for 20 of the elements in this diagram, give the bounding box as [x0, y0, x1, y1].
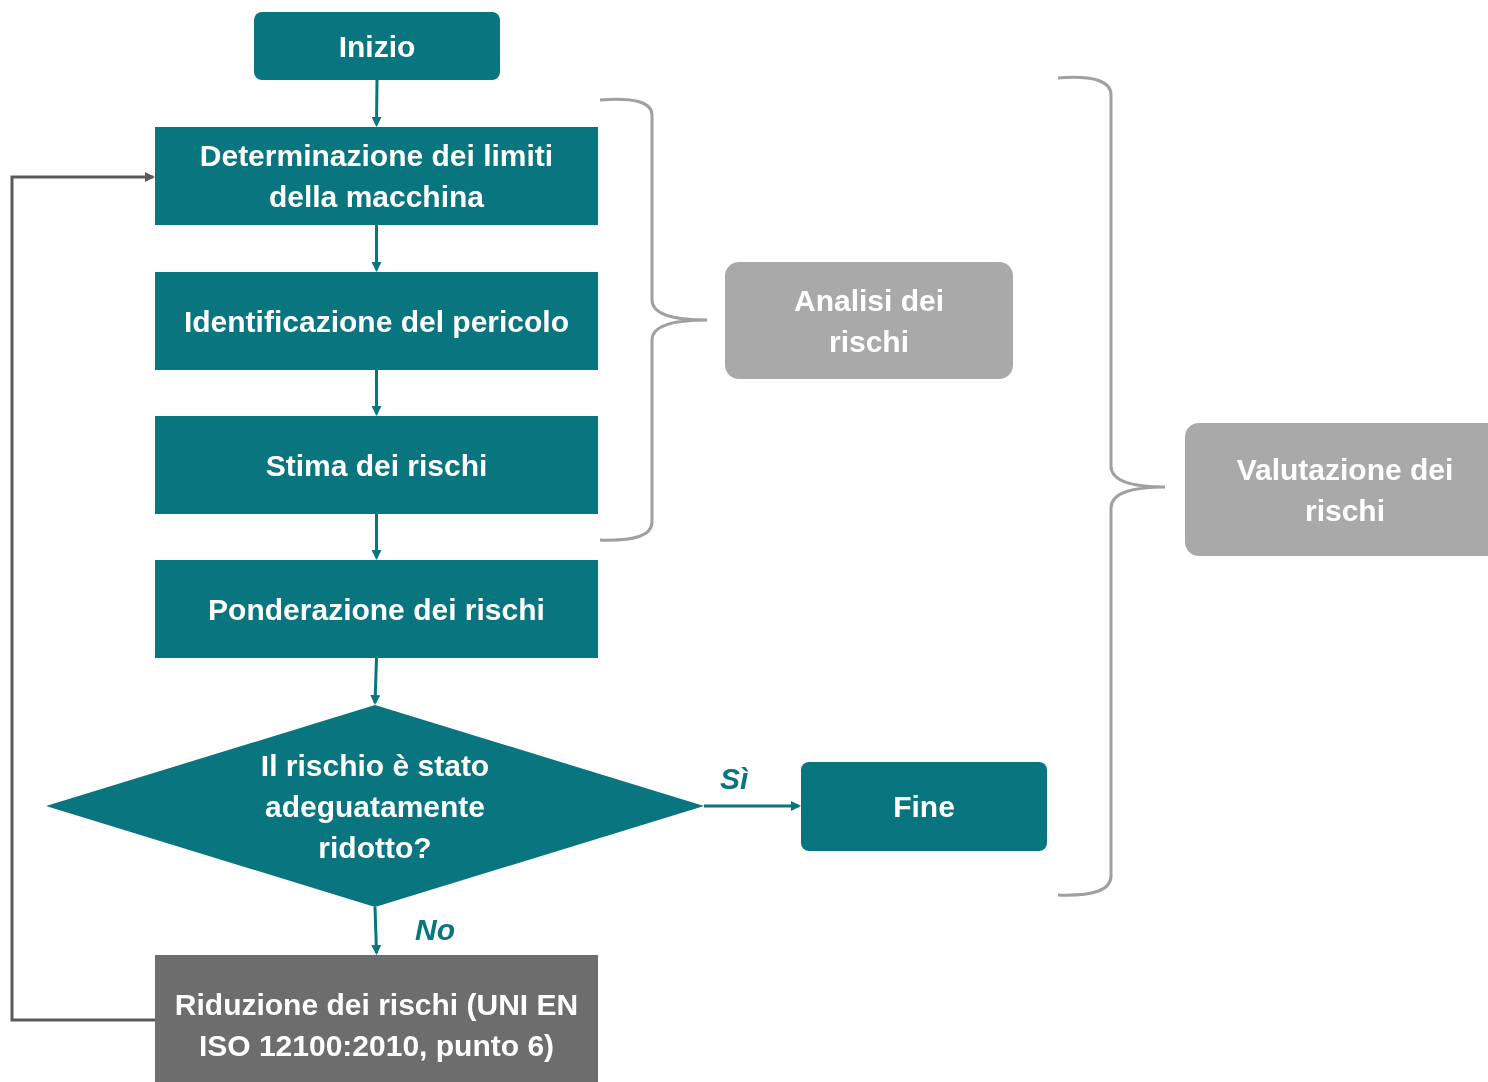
arrow	[704, 801, 801, 811]
arrow	[371, 80, 382, 127]
edge-label: No	[415, 913, 455, 947]
group-label-box: Analisi dei rischi	[725, 262, 1013, 379]
arrow	[371, 906, 382, 955]
process-box: Determinazione dei limiti della macchina	[155, 127, 598, 225]
decision-text: Il rischio è stato adeguatamente ridotto?	[259, 747, 491, 866]
group-label-box: Valutazione dei rischi	[1185, 423, 1488, 556]
process-box: Riduzione dei rischi (UNI EN ISO 12100:2010, punto 6)	[155, 955, 598, 1082]
arrow	[371, 225, 382, 272]
arrow	[371, 370, 382, 416]
process-box: Identificazione del pericolo	[155, 272, 598, 370]
process-box: Stima dei rischi	[155, 416, 598, 514]
start-box: Inizio	[254, 12, 500, 80]
process-box: Ponderazione dei rischi	[155, 560, 598, 658]
arrow	[10, 172, 155, 1022]
arrow	[371, 514, 382, 560]
arrow	[370, 657, 381, 705]
edge-label: Sì	[720, 762, 749, 796]
end-box: Fine	[801, 762, 1047, 851]
